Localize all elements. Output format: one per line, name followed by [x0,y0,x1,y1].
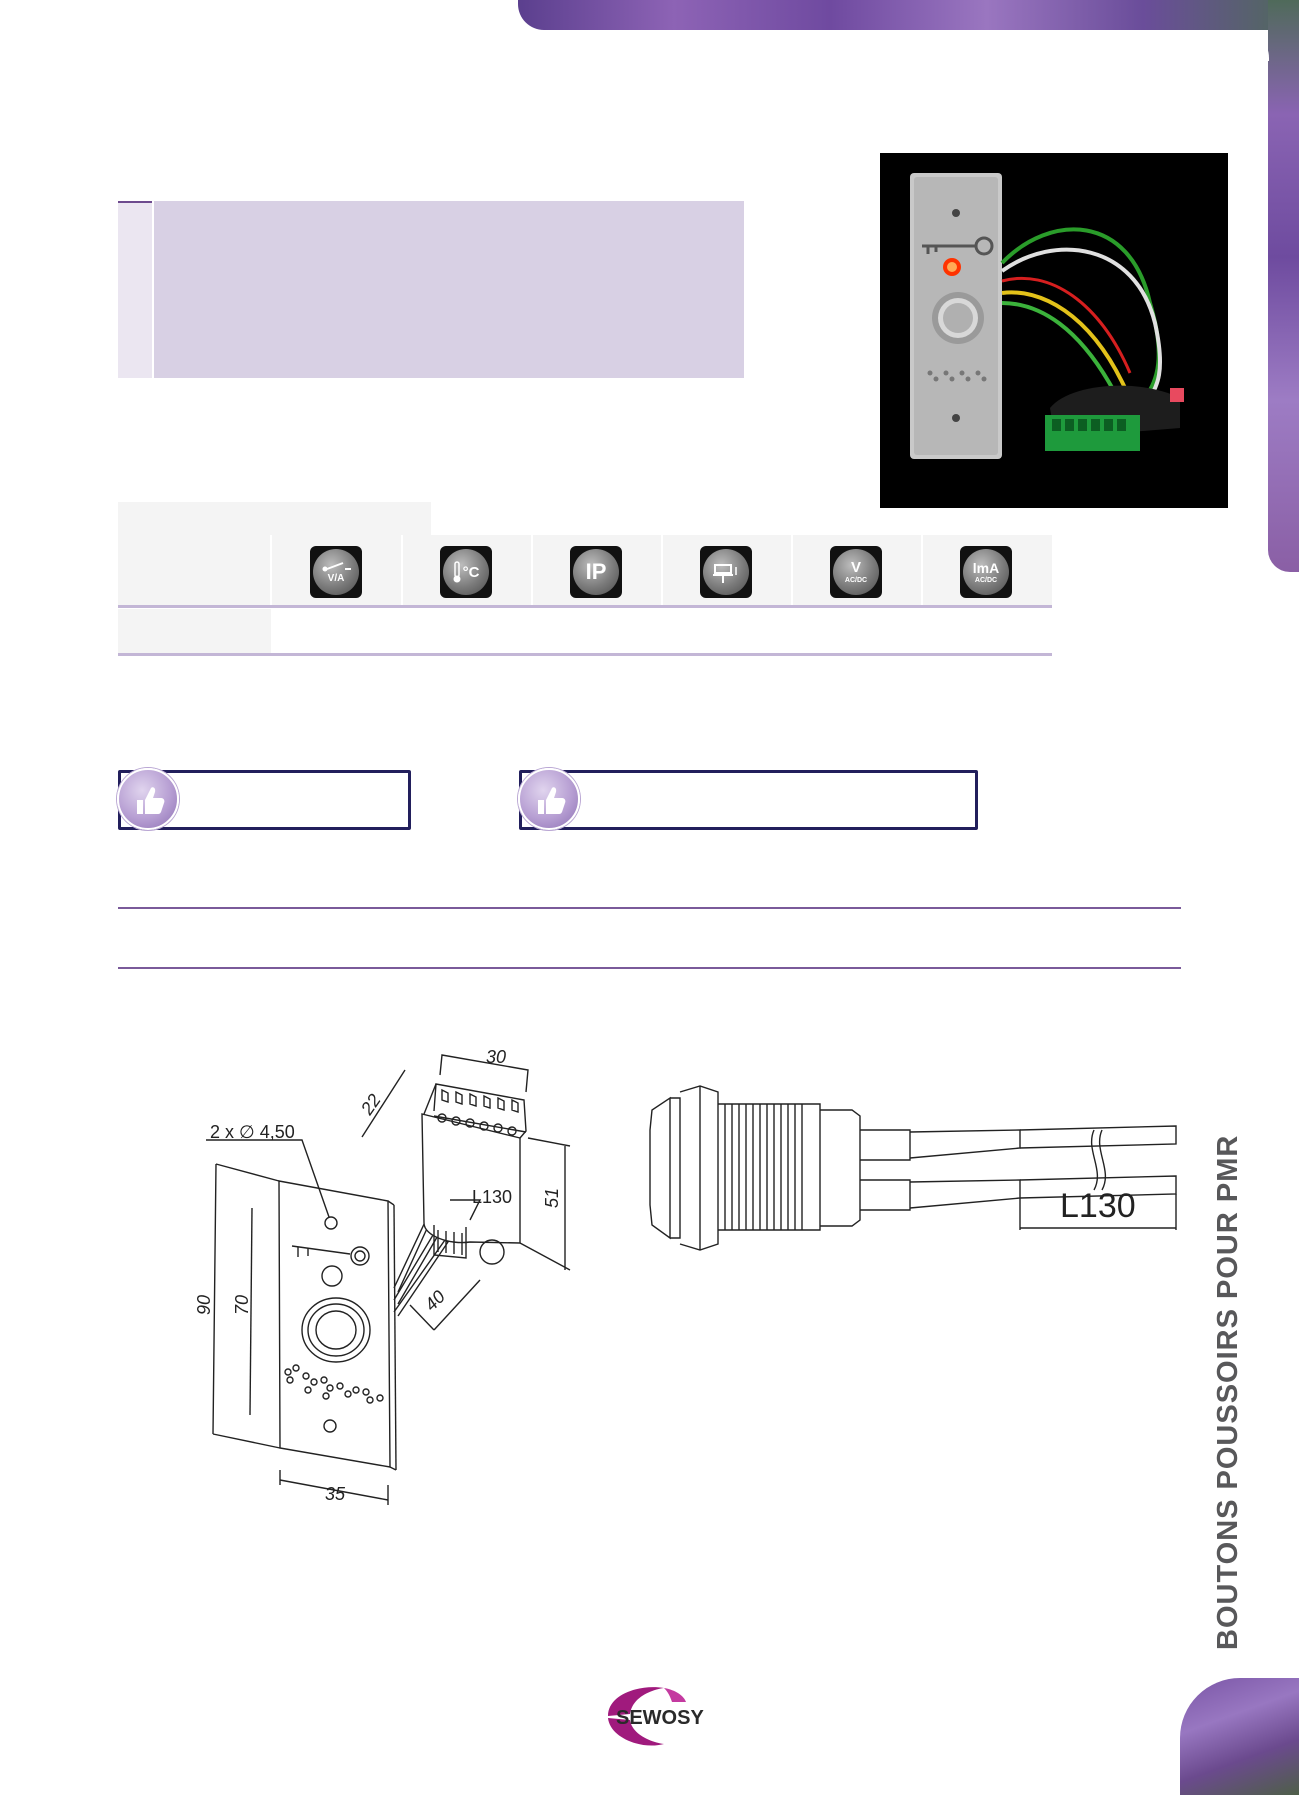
side-title: BOUTONS POUSSOIRS POUR PMR [1212,1134,1244,1650]
page-corner [1238,30,1269,61]
dim-22: 22 [356,1090,384,1119]
advantage-badge [519,770,978,830]
spec-col-divider [791,535,793,605]
section-rule [118,967,1181,969]
thumbs-up-icon [117,768,179,830]
spec-col-divider [270,535,272,605]
voltage-icon: V AC/DC [830,546,882,598]
current-icon: lmA AC/DC [960,546,1012,598]
spec-col-divider [661,535,663,605]
lavender-photo-bottom [1180,1678,1299,1795]
ip-rating-icon: IP [570,546,622,598]
switch-va-icon: V/A [310,546,362,598]
dim-70: 70 [232,1295,252,1315]
spec-col-divider [401,535,403,605]
sewosy-logo: SEWOSY [580,1680,730,1752]
spec-table-rule [118,605,1052,608]
dim-35: 35 [325,1484,346,1504]
spec-table-rule [118,653,1052,656]
temperature-icon: °C [440,546,492,598]
spec-col-divider [921,535,923,605]
spec-col-divider [531,535,533,605]
mounting-icon [700,546,752,598]
spec-table-tab [118,502,431,535]
brand-name: SEWOSY [616,1707,704,1729]
holes-label: 2 x ∅ 4,50 [210,1122,295,1142]
dim-51: 51 [542,1188,562,1208]
cable-length-label: L130 [472,1187,512,1207]
dim-90: 90 [194,1295,214,1315]
dim-40: 40 [421,1287,449,1315]
thumbs-up-icon [518,768,580,830]
product-photo [880,153,1228,508]
key-icon [922,236,994,256]
technical-drawing: 2 x ∅ 4,50 L130 90 70 35 40 30 22 51 L13… [194,1047,1177,1505]
dim-30: 30 [486,1047,506,1067]
lavender-photo-right [1268,0,1299,572]
side-cable-length-label: L130 [1060,1187,1136,1225]
section-rule [118,907,1181,909]
spec-table-value-label [118,609,271,655]
header-accent [118,201,152,378]
header-box [154,201,744,378]
lavender-photo-top [518,0,1299,30]
